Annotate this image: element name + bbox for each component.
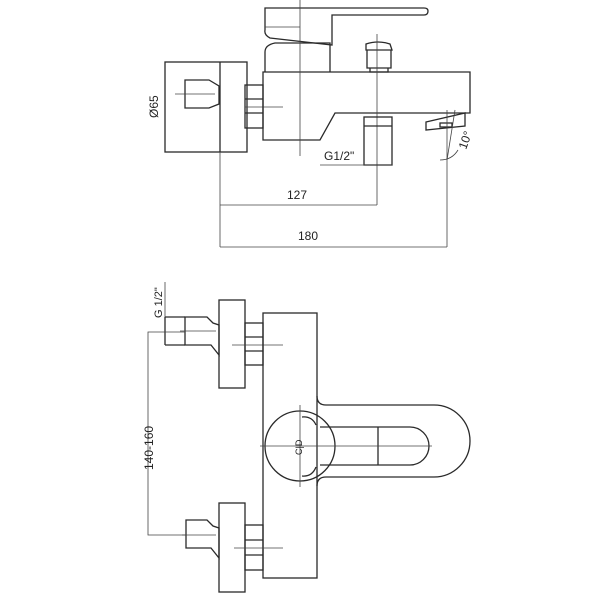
diameter-label: Ø65 [147, 95, 161, 118]
angle-arc [439, 149, 459, 161]
outlet-thread-label: G1/2" [324, 149, 354, 163]
inlet-spacing-dimension [147, 331, 186, 536]
lever-handle [264, 7, 429, 46]
mixer-body-front [262, 312, 318, 579]
lower-stem [244, 524, 264, 571]
inlet-spacing-label: 140-160 [142, 426, 156, 470]
cartridge-housing [264, 42, 331, 72]
side-view: 10° G1/2" Ø65 127 180 [147, 0, 475, 248]
upper-inlet-nut [184, 316, 220, 357]
hot-cold-marking: C|D [294, 439, 304, 455]
spout-angle-label: 10° [456, 129, 475, 151]
inlet-thread-label: G 1/2" [153, 287, 165, 318]
dim-label-180: 180 [298, 229, 318, 243]
outlet-connector [363, 116, 393, 166]
spout-aerator [425, 112, 466, 131]
lever-loop [316, 395, 471, 487]
front-view: C|D 140-160 G 1/2" [142, 282, 471, 593]
dim-label-127: 127 [287, 188, 307, 202]
aerator-tip [439, 122, 453, 128]
hot-cold-arrows [301, 416, 317, 477]
upper-flange [218, 299, 246, 389]
mixer-body [262, 71, 471, 141]
inlet-stem [244, 84, 264, 129]
upper-stem [244, 322, 264, 366]
upper-thread-extension [164, 316, 185, 346]
lower-inlet-nut [185, 519, 220, 560]
inlet-nut [184, 79, 220, 109]
diverter-knob [365, 41, 393, 73]
lower-flange [218, 502, 246, 593]
angle-line [446, 109, 456, 161]
wall-flange [164, 61, 248, 153]
